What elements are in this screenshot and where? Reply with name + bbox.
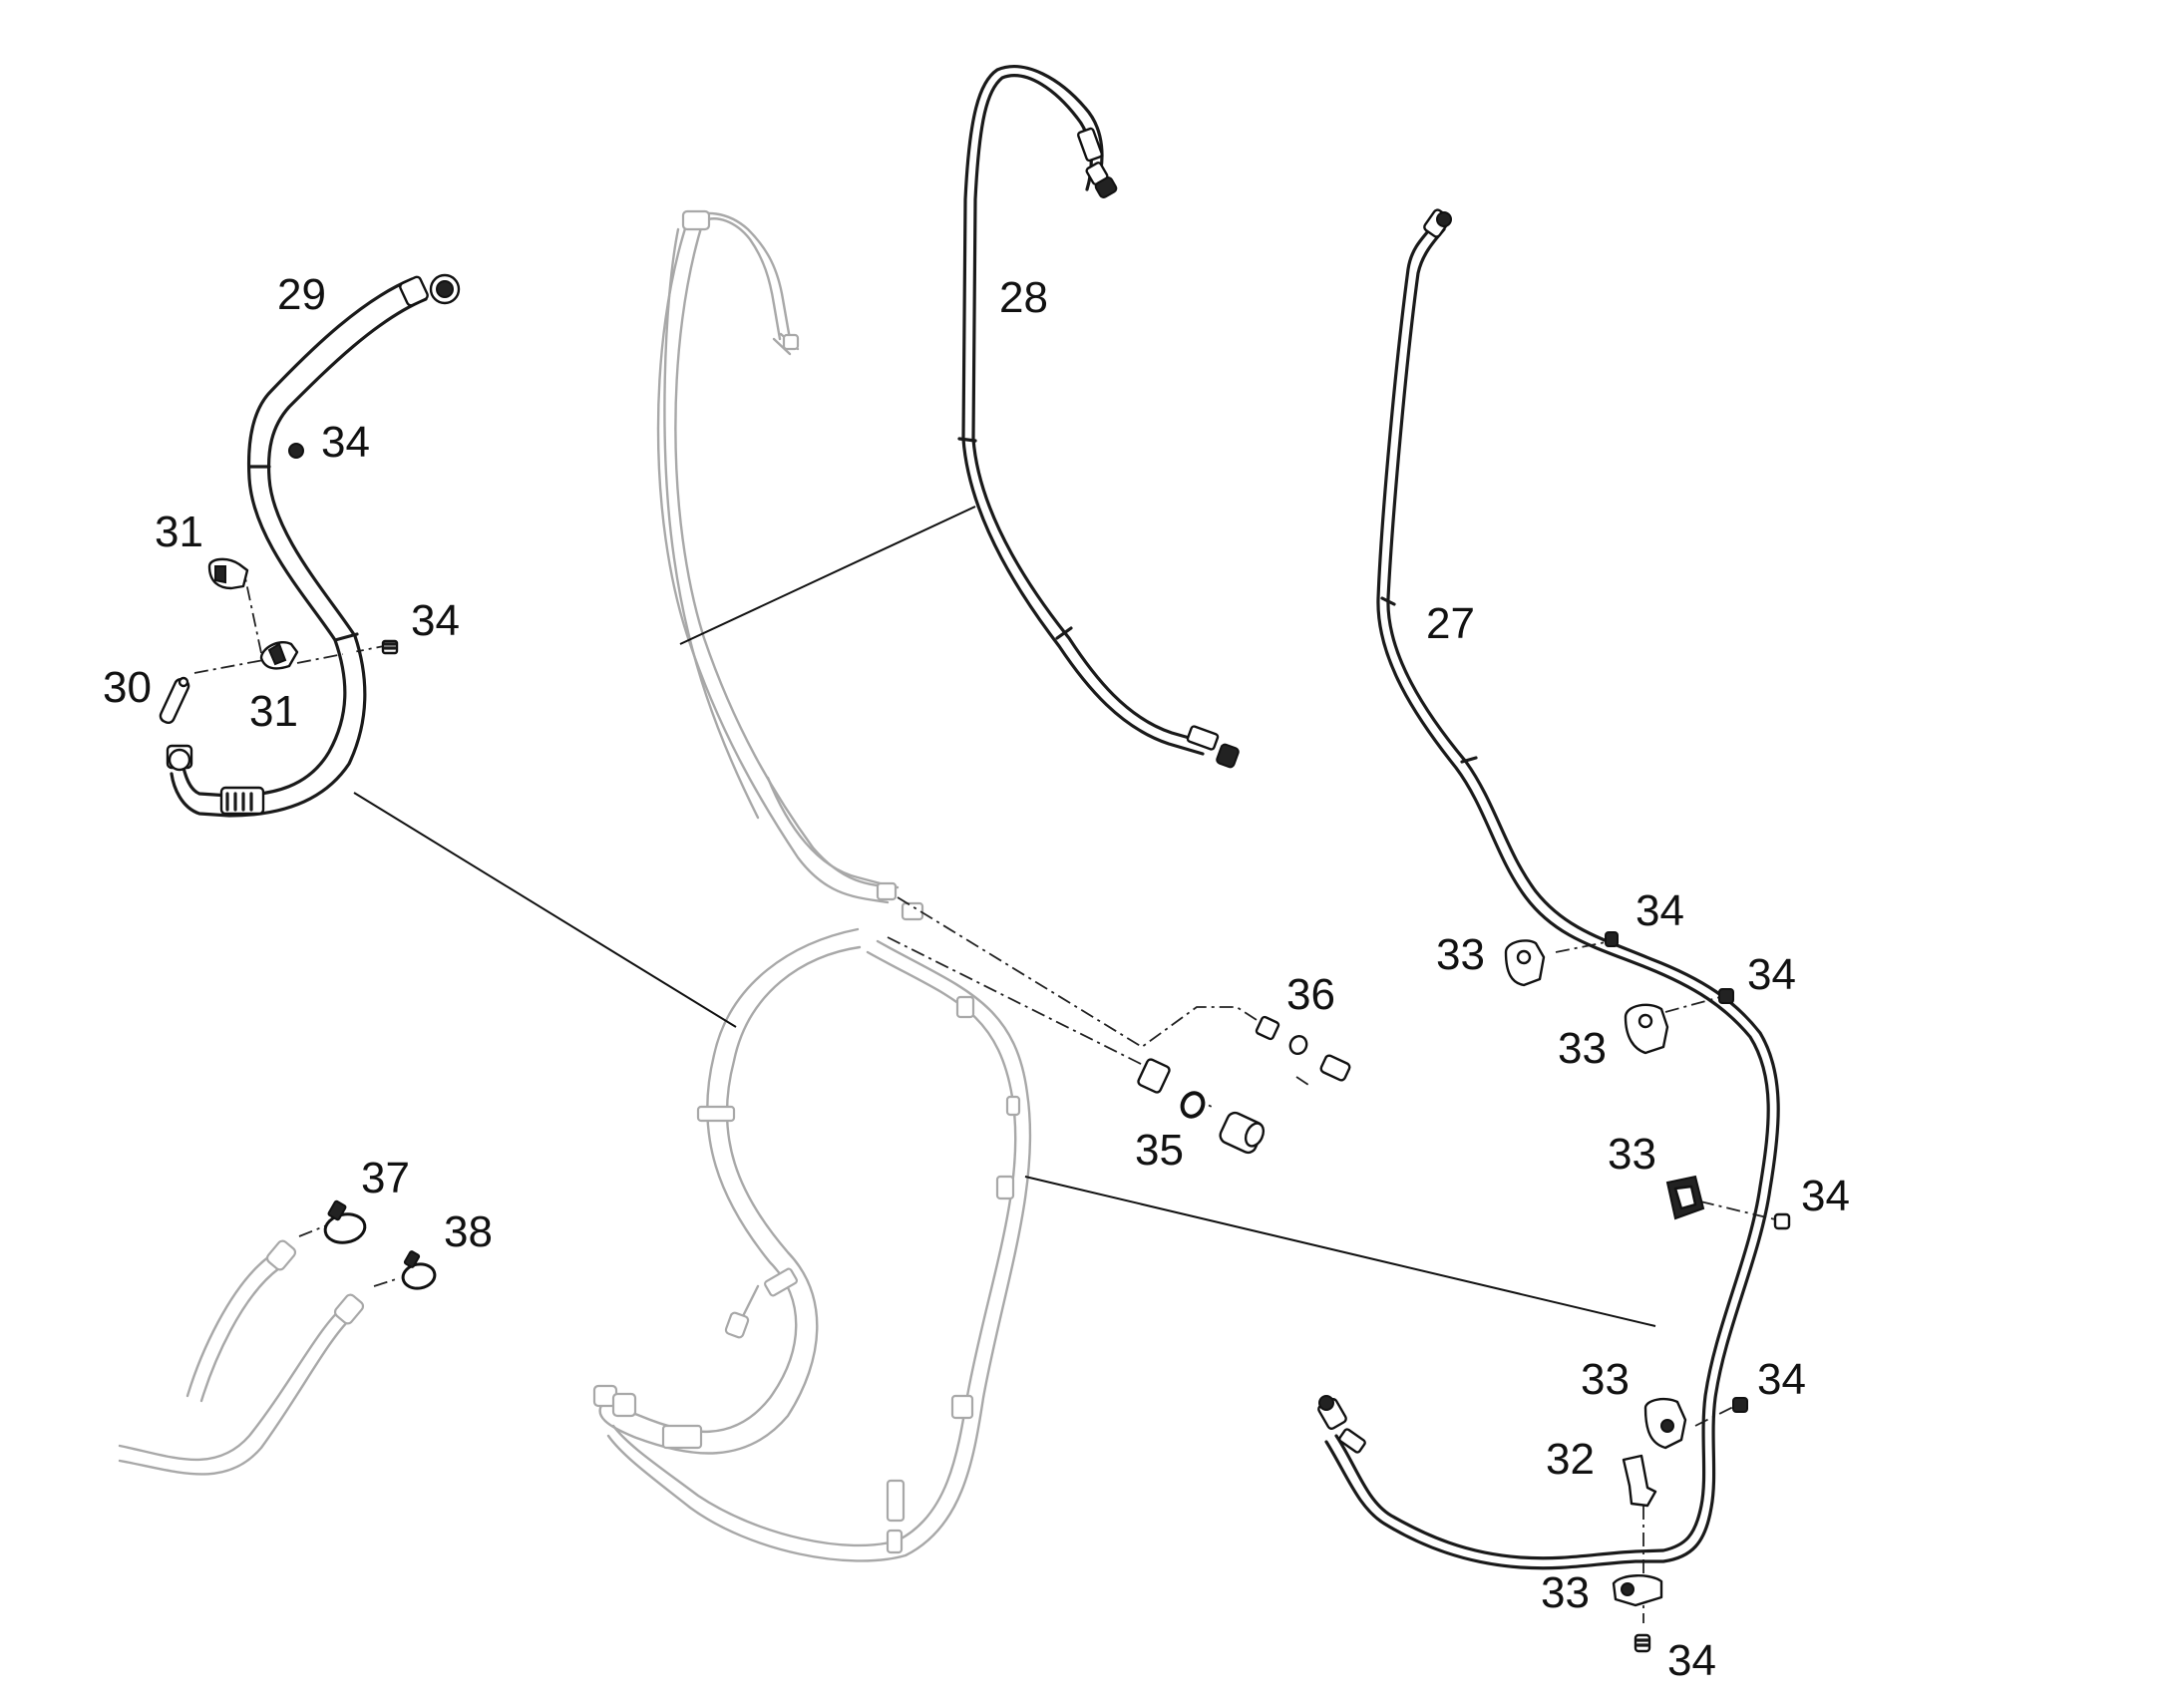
callout-27: 27 — [1426, 599, 1475, 648]
callout-31-upper: 31 — [155, 508, 203, 556]
callout-33-d: 33 — [1581, 1355, 1630, 1404]
screw-34-upper-icon — [288, 443, 304, 459]
callout-28: 28 — [999, 273, 1048, 322]
callout-labels: 27 28 29 30 31 31 32 33 33 33 33 33 34 3… — [103, 270, 1850, 1685]
callout-34-b: 34 — [1747, 950, 1796, 999]
ghost-assembly — [592, 209, 1032, 1562]
screw-34-a-icon — [1605, 931, 1619, 947]
parts-left-group — [159, 443, 399, 725]
clamp-33-d-icon — [1643, 1397, 1687, 1450]
clamp-33-c-icon — [1665, 1175, 1705, 1220]
hose-29 — [166, 273, 461, 818]
hose-28 — [957, 65, 1240, 769]
bracket-32-icon — [1622, 1454, 1657, 1508]
clamp-33-b-icon — [1624, 1003, 1669, 1055]
callout-36: 36 — [1286, 970, 1335, 1019]
callout-38: 38 — [444, 1207, 493, 1256]
parts-35-36 — [1137, 1015, 1351, 1155]
parts-37-38 — [323, 1199, 437, 1290]
callout-33-e: 33 — [1541, 1568, 1590, 1617]
clamp-37-icon — [323, 1199, 367, 1244]
callout-37: 37 — [361, 1154, 410, 1202]
screw-34-c-icon — [1773, 1212, 1791, 1230]
ghost-lower-left-hoses — [118, 1239, 365, 1476]
callout-34-a: 34 — [1635, 886, 1684, 935]
clamp-31-lower-icon — [259, 641, 299, 670]
callout-34-d: 34 — [1757, 1355, 1806, 1404]
screw-34-e-icon — [1634, 1633, 1651, 1653]
callout-32: 32 — [1546, 1435, 1595, 1484]
callout-34-c: 34 — [1801, 1172, 1850, 1220]
callout-34-e: 34 — [1667, 1636, 1716, 1685]
hose-27 — [1317, 208, 1780, 1570]
clamp-33-e-icon — [1612, 1574, 1663, 1607]
callout-35: 35 — [1135, 1126, 1184, 1175]
fitting-36-icon — [1255, 1015, 1351, 1082]
parts-right-group — [1504, 931, 1791, 1653]
callout-33-a: 33 — [1436, 930, 1485, 979]
bracket-30-icon — [159, 676, 190, 725]
callout-33-c: 33 — [1608, 1130, 1656, 1179]
clamp-33-a-icon — [1504, 939, 1546, 987]
callout-34-upper: 34 — [321, 418, 370, 467]
callout-30: 30 — [103, 663, 152, 712]
fitting-35-icon — [1137, 1058, 1266, 1155]
callout-34-left: 34 — [411, 596, 460, 645]
clamp-31-upper-icon — [207, 557, 249, 590]
screw-34-left-icon — [381, 639, 399, 655]
screw-34-b-icon — [1718, 988, 1734, 1004]
screw-34-d-icon — [1732, 1397, 1748, 1413]
callout-31-lower: 31 — [249, 687, 298, 736]
callout-33-b: 33 — [1558, 1024, 1607, 1073]
clamp-38-icon — [401, 1250, 437, 1290]
leader-lines — [193, 506, 1776, 1623]
callout-29: 29 — [277, 270, 326, 319]
